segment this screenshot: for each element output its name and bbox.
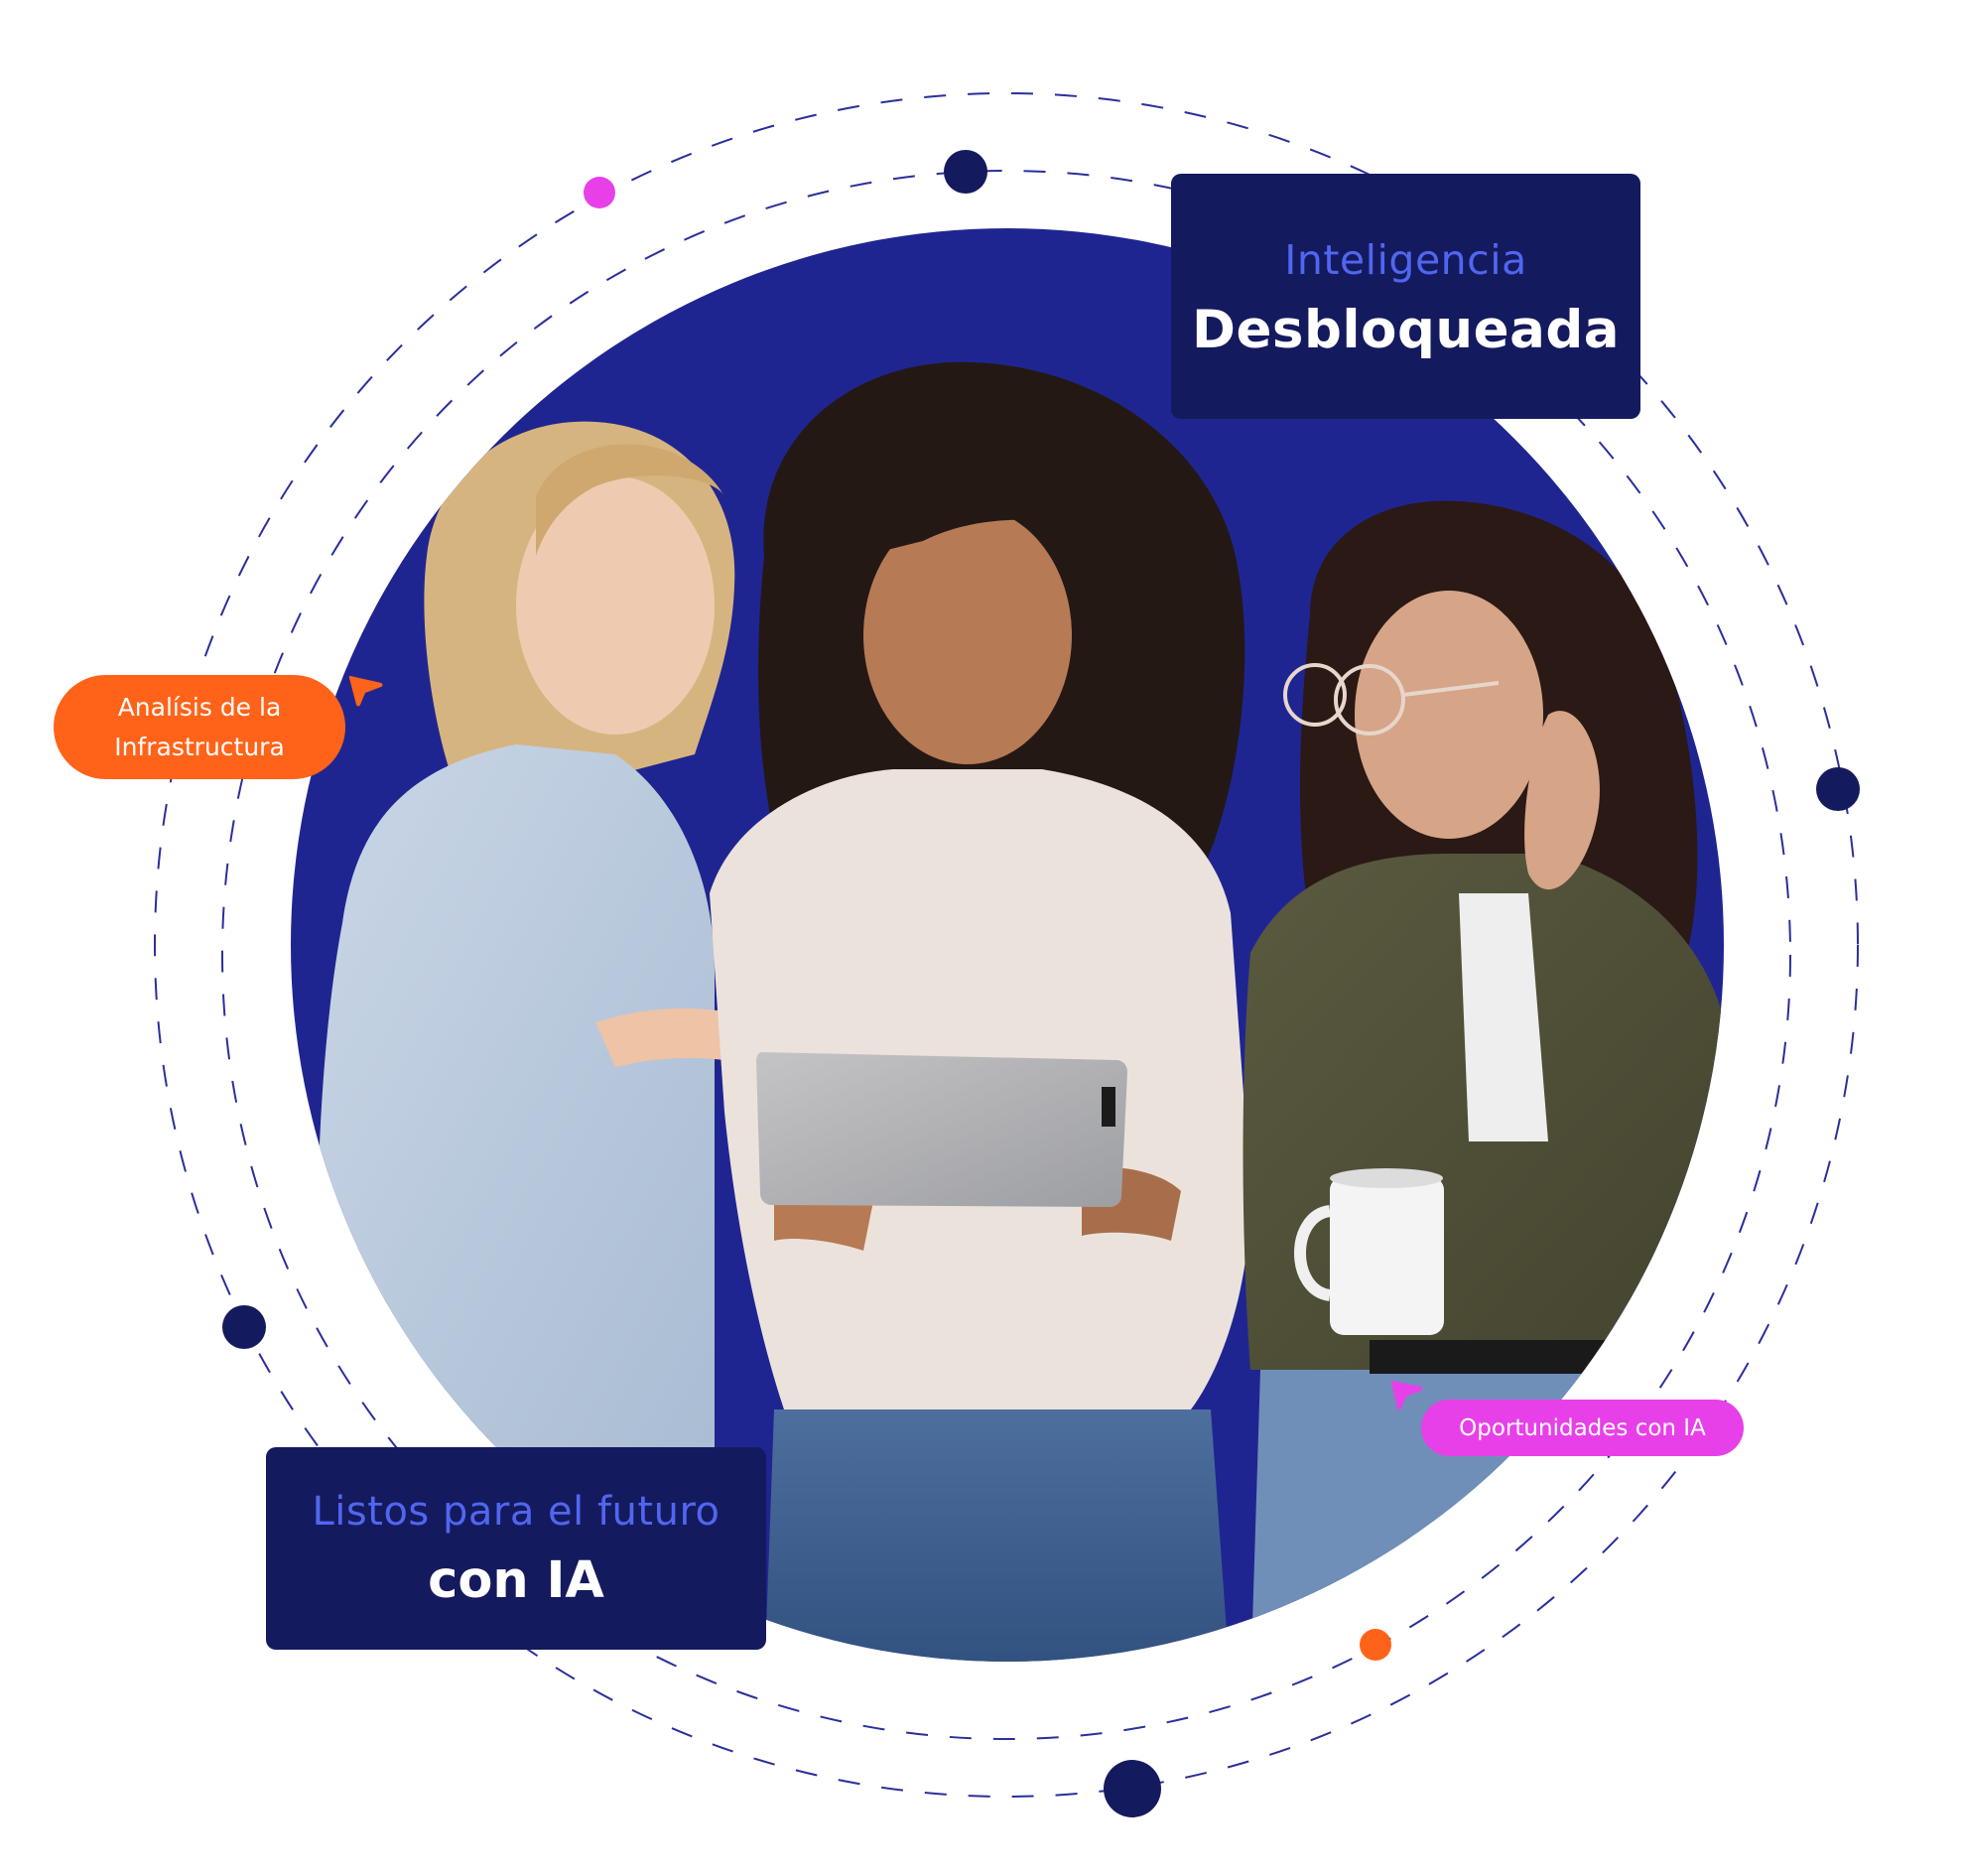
cursor-arrow-icon	[1390, 1381, 1423, 1410]
headline-bottom-title: con IA	[428, 1551, 604, 1610]
headline-box-bottom: Listos para el futuro con IA	[266, 1447, 766, 1650]
tag-ai-opportunities: Oportunidades con IA	[1421, 1400, 1744, 1456]
person-right	[1243, 500, 1724, 1662]
headline-top-title: Desbloqueada	[1191, 299, 1621, 360]
tablet	[756, 1052, 1127, 1207]
person-middle	[710, 361, 1250, 1662]
tag-orange-line1: Analísis de la	[117, 692, 282, 722]
dot-magenta-top	[584, 177, 615, 208]
tag-orange-line2: Infrastructura	[114, 732, 285, 761]
tag-magenta-label: Oportunidades con IA	[1459, 1414, 1706, 1441]
mug	[1330, 1176, 1444, 1335]
tag-infrastructure-analysis: Analísis de la Infrastructura	[54, 675, 345, 779]
dot-orange-bottom	[1360, 1629, 1391, 1661]
outer-dashed-ring	[154, 92, 1859, 1798]
dot-navy-right	[1816, 767, 1860, 811]
dot-navy-bottom	[1104, 1760, 1161, 1817]
headline-box-top: Inteligencia Desbloqueada	[1171, 174, 1640, 419]
cursor-arrow-icon	[348, 676, 383, 707]
dot-navy-left	[222, 1305, 266, 1349]
headline-top-subtitle: Inteligencia	[1284, 235, 1527, 284]
dot-navy-top	[944, 150, 987, 194]
inner-dashed-ring	[221, 170, 1791, 1740]
headline-bottom-subtitle: Listos para el futuro	[312, 1489, 720, 1535]
